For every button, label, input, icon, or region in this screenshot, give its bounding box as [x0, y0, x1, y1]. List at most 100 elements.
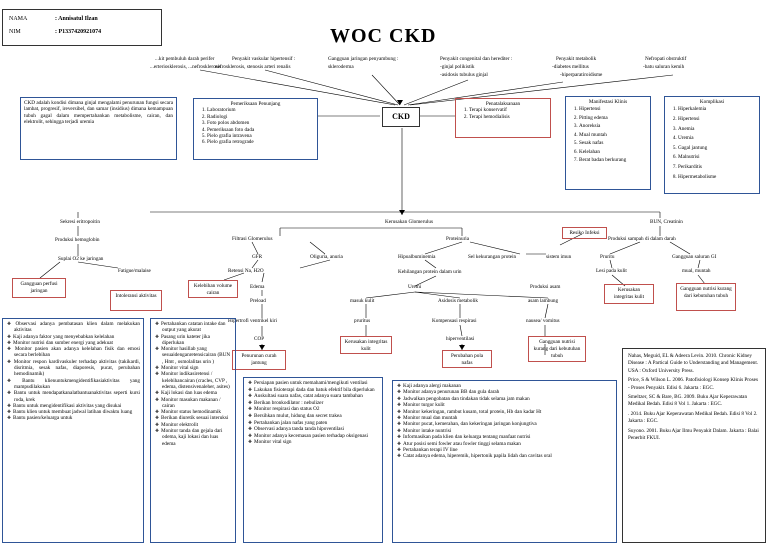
intervensi-item: Monitor status hemodinamik [161, 409, 232, 415]
flow-kehilangan-protein: Kehilangan protein dalam urin [398, 269, 462, 275]
intervensi-item: Monitor respirasi dan status O2 [254, 406, 379, 413]
intervensi-item: Monitor indikasiretensi / kelebihancaira… [161, 371, 232, 390]
cause-4a: Penyakit congenital dan herediter : [440, 56, 513, 62]
penurunan-curah-label: Penurunan curah jantung [241, 353, 277, 366]
cause-1b: ...erteriosklerosis, ...nefrosklerosis [150, 64, 222, 70]
flow-suplai: Suplai O2 ke jaringan [58, 256, 104, 262]
flow-gfr: GFR [252, 254, 263, 260]
ckd-label: CKD [392, 112, 410, 121]
intervensi-item: Kaji adanya alergi makanan [403, 383, 613, 389]
intervensi-item: Monitor pasien akan adanya kelelahan fis… [14, 346, 140, 359]
penunjang-item: Pielo grafia retrograde [207, 139, 314, 145]
flow-uremi: Uremi [408, 284, 422, 290]
cause-1a: ...kit pembuluh darah perifer [155, 56, 215, 62]
flow-preload: Preload [250, 298, 266, 304]
intervensi-item: Bantu klienuntukmengidentifikasiaktivita… [14, 378, 140, 391]
intervensi-item: Monitor turgor kulit [403, 402, 613, 408]
intervensi-item: Kaji adanya faktor yang menyebabkan kele… [13, 334, 140, 340]
resiko-infeksi-label: Resiko Infeksi [569, 230, 600, 236]
cause-3a: Gangguan jaringan penyambung : [328, 56, 399, 62]
cause-4c: -asidosis tubulus ginjal [440, 72, 488, 78]
penunjang-item: Radiologi [207, 114, 314, 120]
intervensi-item: Monitor tanda dan gejala dari odema, kaj… [161, 428, 232, 447]
penunjang-item: Laboratorium [207, 107, 314, 113]
intervensi-item: Monitor hasillab yang sesuaidenganretens… [161, 346, 232, 365]
student-info-box: NAMA: Annisatul Ilzan NIM: P133742092107… [2, 9, 162, 46]
flow-eritropoietin: Sekresi eritropoitin [60, 219, 100, 225]
intervensi-item: Persiapan pasien untuk memahami/mengikut… [254, 380, 379, 387]
intervensi-item: Jadwalkan pengobatan dan tindakan tidak … [403, 396, 613, 402]
nama-label: NAMA [9, 16, 28, 22]
page-title: WOC CKD [330, 25, 437, 47]
penatalaksanaan-item: Terapi hemodialisis [469, 114, 547, 120]
gangguan-nutrisi2-label: Gangguan nutrisi kurang dari kebutuhan t… [680, 286, 732, 299]
cause-5b: -diabetes mellitus [552, 64, 589, 70]
kerusakan-integritas2-box: Kerusakan integritas kulit [604, 284, 654, 304]
flow-masuk-kulit: masuk kulit [350, 298, 375, 304]
penunjang-item: Pemeriksaan foto dada [207, 127, 314, 133]
intervensi-item: Auskultasi suara nafas, catat adanya sua… [254, 393, 379, 400]
manifestasi-item: Mual muntah [579, 131, 647, 140]
flow-pruritu: Pruritu [600, 254, 615, 260]
intervensi-item: Bantu untuk mengidentifikasi aktivitas y… [13, 403, 140, 409]
gangguan-perfusi-box: Gangguan perfusi jaringan [12, 278, 66, 298]
manifestasi-title: Manifestasi Klinis [588, 99, 628, 105]
intervensi-item: Monitor masukan makanan / cairan [161, 397, 232, 410]
gangguan-nutrisi-label: Gangguan nutrisi kurang dari kebutuhan t… [533, 339, 581, 359]
intervensi-item: Berikan bronkodilator : nebulizer [254, 400, 379, 407]
intervensi-item: Monitor pucat, kemerahan, dan kekeringan… [403, 421, 613, 427]
pola-nafas-label: Perubahan pola nafas [450, 353, 484, 366]
intervensi-item: Monitor vital sign [161, 365, 232, 371]
reference-item: Suyono. 2001. Buku Ajar Ilmu Penyakit Da… [628, 427, 759, 442]
manifestasi-item: Berat badan berkurang [579, 156, 647, 165]
intervensi-item: Bantu klien untuk membuat jadwal latihan… [13, 409, 140, 415]
intervensi-item: Bantu untuk mendapatkanalatbantuanaktivi… [14, 390, 140, 403]
intervensi-item: Monitor elektrolit [161, 422, 232, 428]
pola-nafas-box: Perubahan pola nafas [442, 350, 492, 368]
kelebihan-volume-label: Kelebihan volume cairan [193, 283, 233, 296]
reference-item: Price, S & Wilson L. 2006. Patofisiologi… [628, 377, 758, 391]
nim-label: NIM [9, 29, 21, 35]
intervensi-item: Monitor kekeringan, rambut kusam, total … [403, 409, 613, 415]
kelebihan-volume-box: Kelebihan volume cairan [188, 280, 238, 298]
intervensi-item: Monitor mual dan muntah [403, 415, 613, 421]
penunjang-title: Pemeriksaan Penunjang [230, 101, 281, 107]
flow-hemoglobin: Produksi hemoglobin [55, 237, 100, 243]
flow-nausea: nausea/ vomitus [526, 318, 560, 324]
cause-6a: Nefropati obstruktif [645, 56, 687, 62]
definition-text: CKD adalah kondisi dimana ginjal mengala… [24, 100, 173, 126]
cause-5c: -hiperparatiroidisme [560, 72, 603, 78]
intervensi-item: Informasikan pada klien dan keluarga ten… [403, 434, 613, 440]
flow-retensi: Retensi Na, H2O [228, 268, 264, 274]
flow-fatigue: Fatigue/malaise [118, 268, 151, 274]
kerusakan-integritas2-label: Kerusakan integritas kulit [613, 287, 645, 300]
komplikasi-box: Komplikasi Hiperkalemia Hipertensi Anemi… [664, 96, 760, 194]
komplikasi-item: Hipermetabolisme [678, 173, 756, 183]
intervensi-item: Kaji lokasi dan luas edema [161, 390, 232, 396]
kerusakan-integritas-box: Kerusakan integritas kulit [340, 336, 392, 354]
intervensi-item: Observasi adanya tanda tanda hipoventila… [254, 426, 379, 433]
flow-hipoalbumin: Hipoalbuminemia [398, 254, 436, 260]
flow-gangguan-gi: Gangguan saluran GI [672, 254, 717, 260]
references-box: Nahas, Meguid, EL & Adeera Levin. 2010. … [622, 348, 766, 543]
intervensi-item: Atur posisi semi fowler atau fowler ting… [403, 441, 613, 447]
komplikasi-item: Perikarditis [678, 163, 756, 173]
penunjang-box: Pemeriksaan Penunjang Laboratorium Radio… [193, 98, 318, 160]
nama-value: : Annisatul Ilzan [55, 16, 98, 22]
intervensi-item: Monitor intake nuntrisi [403, 428, 613, 434]
manifestasi-item: Kelelahan [579, 148, 647, 157]
flow-asam-lambung: asam lambung [528, 298, 559, 304]
resiko-infeksi-box: Resiko Infeksi [562, 227, 607, 239]
ckd-box: CKD [382, 107, 420, 127]
reference-item: Nahas, Meguid, EL & Adeera Levin. 2010. … [628, 353, 759, 374]
intervensi-item: Bantu pasien/keluarga untuk [13, 415, 140, 421]
penunjang-item: Pielo grafia intravena [207, 133, 314, 139]
flow-kerusakan-glomerulus: Kerusakan Glomerulus [385, 219, 433, 225]
intervensi-aktivitas-box: Observasi adanya pembatasan klien dalam … [2, 318, 144, 543]
intoleransi-box: Intoleransi aktivitas [110, 290, 162, 311]
reference-item: Smeltzer, SC & Bare, BG. 2009. Buku Ajar… [628, 394, 748, 408]
manifestasi-item: Hipertensi [579, 105, 647, 114]
intervensi-item: Monitor adanya kecemasan pasien terhadap… [254, 433, 379, 440]
flow-pruritus: pruritus [354, 318, 371, 324]
cause-5a: Penyakit metabolik [556, 56, 597, 62]
